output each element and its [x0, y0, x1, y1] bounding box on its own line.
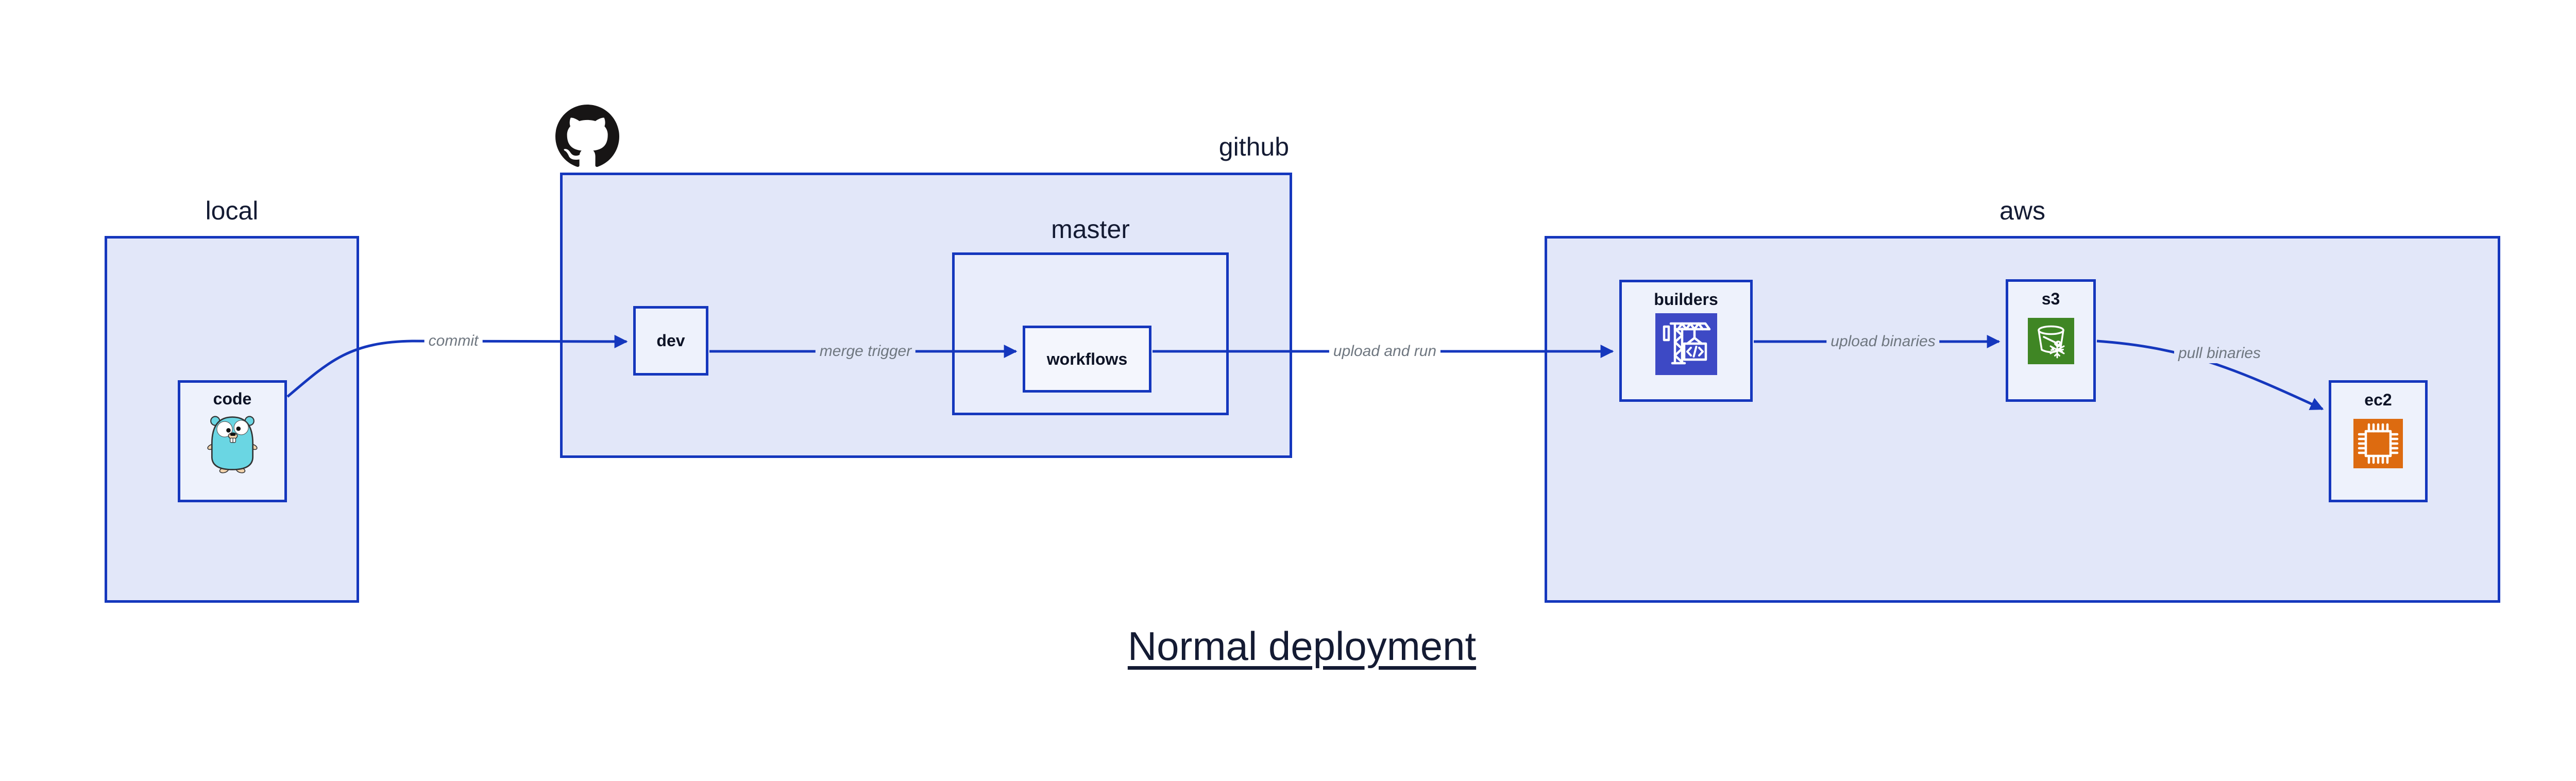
node-workflows-label: workflows — [1046, 349, 1128, 368]
group-label-github: github — [1218, 132, 1289, 161]
edge-label-commit: commit — [424, 331, 483, 351]
node-s3-label: s3 — [2041, 290, 2060, 308]
node-ec2: ec2 — [2329, 380, 2428, 502]
codebuild-crane-icon — [1655, 313, 1717, 376]
edge-label-upload-and-run: upload and run — [1329, 342, 1441, 361]
node-ec2-label: ec2 — [2364, 390, 2392, 409]
node-builders-label: builders — [1654, 290, 1718, 309]
node-code: code — [178, 380, 287, 502]
node-code-label: code — [213, 389, 252, 408]
node-s3: s3 — [2006, 279, 2096, 402]
go-gopher-icon — [207, 416, 258, 473]
group-label-local: local — [205, 196, 259, 225]
node-dev-label: dev — [656, 331, 685, 350]
node-builders: builders — [1619, 280, 1753, 402]
node-workflows: workflows — [1023, 326, 1151, 393]
ec2-chip-icon — [2353, 419, 2403, 469]
github-octocat-icon — [555, 105, 619, 167]
group-label-aws: aws — [1999, 196, 2045, 225]
edge-label-upload-binaries: upload binaries — [1826, 332, 1940, 351]
s3-bucket-snowflake-icon — [2027, 318, 2074, 365]
group-label-master: master — [1051, 215, 1130, 244]
node-dev: dev — [633, 306, 708, 376]
edge-label-pull-binaries: pull binaries — [2174, 344, 2265, 363]
diagram-title: Normal deployment — [1127, 623, 1477, 669]
edge-label-merge-trigger: merge trigger — [815, 342, 916, 361]
